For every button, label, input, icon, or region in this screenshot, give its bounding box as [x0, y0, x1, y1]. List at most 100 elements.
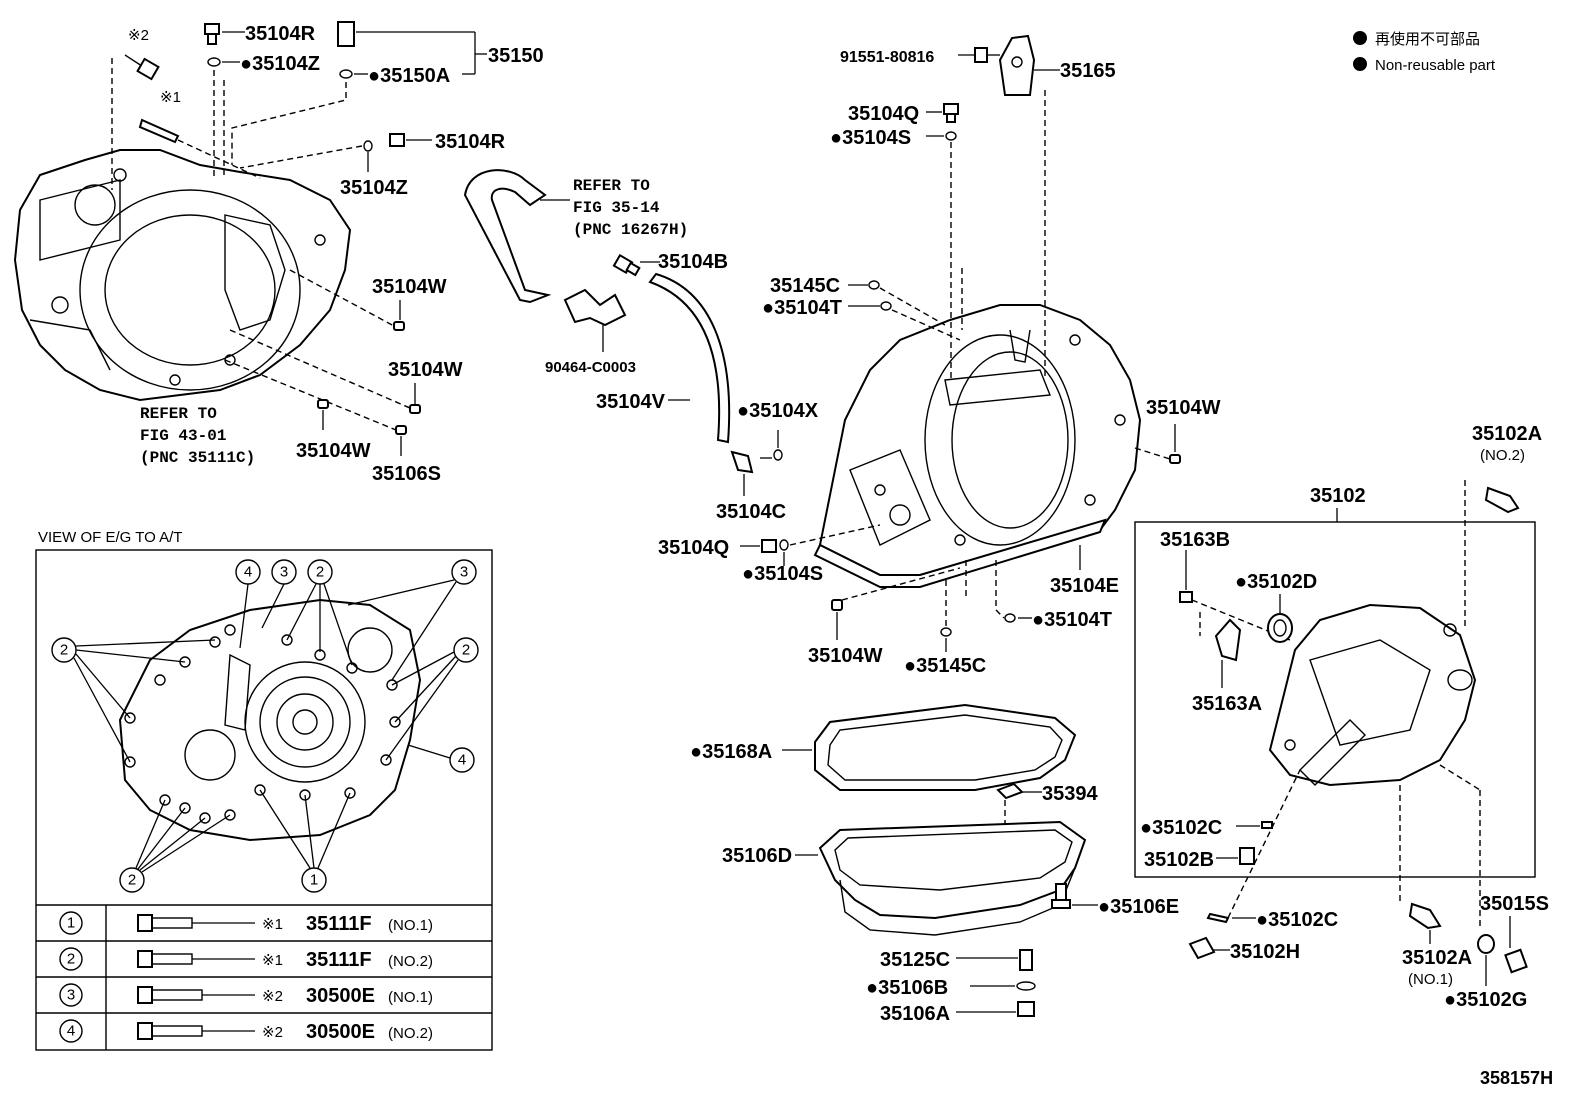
magnet-35394: 35394: [996, 782, 1098, 862]
row-number: 2: [67, 951, 75, 968]
oil-pan-gasket-35168A: ●35168A: [690, 703, 1077, 791]
part-label: 35104Q: [658, 537, 729, 559]
pin-35102C-b: ●35102C: [1206, 909, 1338, 931]
orings-35145C-35104T: 35145C ●35104T: [762, 268, 963, 341]
table-row: 2 ※1 35111F (NO.2): [59, 947, 433, 971]
plug-35104R-top: 35104R: [204, 23, 316, 45]
part-label: ●35106E: [1098, 896, 1179, 918]
part-label: 35104Q: [848, 103, 919, 125]
part-label: 35104C: [716, 501, 786, 523]
legend-item-en: Non-reusable part: [1375, 57, 1496, 74]
drain-parts: 35125C ●35106B 35106A: [866, 949, 1036, 1025]
refer-note-line: REFER TO: [573, 177, 650, 195]
bolt-35102A-no1: 35102A (NO.1): [1402, 902, 1472, 988]
part-label: 35394: [1042, 783, 1098, 805]
part-label: ●35102G: [1444, 989, 1527, 1011]
bolt-mark: ※1: [262, 952, 283, 969]
legend-item-ja: 再使用不可部品: [1375, 31, 1480, 48]
part-label: 35102B: [1144, 849, 1214, 871]
bolt-mark: ※2: [262, 988, 283, 1005]
callout-2: 2: [60, 642, 68, 659]
bolt-35106E: ●35106E: [1051, 883, 1179, 918]
seal-35102D: ●35102D: [1235, 571, 1317, 643]
refer-note-line: FIG 43-01: [140, 427, 226, 445]
part-label: 35104Z: [340, 177, 408, 199]
figure-id: 358157H: [1480, 1068, 1553, 1088]
dowel-35104W-right: 35104W: [1134, 397, 1221, 464]
bolt-mark2: [111, 54, 160, 190]
legend: 再使用不可部品 Non-reusable part: [1353, 31, 1496, 74]
bolt-note: (NO.2): [388, 1025, 433, 1042]
cover-assembly-35102: 35102 35102A (NO.2) 35163B ●35102D: [1134, 423, 1542, 930]
bolt-part-number: 35111F: [306, 913, 372, 935]
refer-note-line: FIG 35-14: [573, 199, 660, 217]
row-number: 4: [67, 1023, 75, 1040]
bolt-part-number: 35111F: [306, 949, 372, 971]
part-label: 35106D: [722, 845, 792, 867]
part-label: ●35145C: [904, 655, 986, 677]
part-label: ●35104T: [1032, 609, 1112, 631]
part-label: ●35102D: [1235, 571, 1317, 593]
bolt-91551: 91551-80816: [840, 47, 1000, 66]
part-label: 90464-C0003: [545, 359, 636, 376]
bracket-35163A: 35163A: [1192, 612, 1262, 715]
part-label: 35106S: [372, 463, 441, 485]
plug-35104Q-top: 35104Q ●35104S: [830, 103, 959, 380]
plug-35104R-mid: 35104R 35104Z: [239, 131, 506, 199]
gasket-35104Z-top: ●35104Z: [207, 53, 320, 180]
bolt-table: 1 ※1 35111F (NO.1) 2 ※1 35111F (NO.2) 3 …: [59, 911, 433, 1043]
part-label: ●35104S: [830, 127, 911, 149]
part-label: ●35150A: [368, 65, 450, 87]
bottom-pins: 35104W ●35145C ●35104T: [808, 560, 1112, 677]
legend-dot-icon: [1353, 31, 1367, 45]
row-number: 1: [67, 915, 75, 932]
bolt-part-number: 30500E: [306, 1021, 375, 1043]
part-label: 35104W: [808, 645, 883, 667]
refer-note-line: (PNC 16267H): [573, 221, 688, 239]
engine-view-drawing: [118, 598, 422, 842]
bracket-35165: 35165: [998, 34, 1116, 380]
part-label: 35104W: [1146, 397, 1221, 419]
bolt-35102A-no2: 35102A (NO.2): [1464, 423, 1542, 630]
refer-note-line: (PNC 35111C): [140, 449, 255, 467]
plug-35015S: 35015S: [1480, 893, 1549, 974]
part-label: 35104R: [435, 131, 506, 153]
part-label: ●35104T: [762, 297, 842, 319]
part-label: 35102A: [1472, 423, 1542, 445]
transaxle-housing-left: [13, 149, 352, 402]
bolt-note: (NO.1): [388, 989, 433, 1006]
union-35104B: 35104B: [612, 251, 728, 277]
bolt-part-number: 30500E: [306, 985, 375, 1007]
mark2-label: ※2: [128, 27, 149, 44]
part-label: 35104B: [658, 251, 728, 273]
callout-2: 2: [316, 564, 324, 581]
bolt-mark: ※1: [262, 916, 283, 933]
part-label: 35163A: [1192, 693, 1262, 715]
union-35104C: 35104C ●35104X: [716, 400, 819, 523]
callout-3: 3: [280, 564, 288, 581]
part-label: 35104W: [388, 359, 463, 381]
part-label: ●35168A: [690, 741, 772, 763]
gasket-35102G: ●35102G: [1444, 934, 1527, 1011]
part-label: 91551-80816: [840, 49, 934, 66]
part-label: ●35102C: [1140, 817, 1222, 839]
plug-35104Q-bot: 35104Q ●35104S: [658, 524, 881, 585]
bolt-mark: ※2: [262, 1024, 283, 1041]
part-label: 35145C: [770, 275, 840, 297]
part-label: 35104V: [596, 391, 666, 413]
callout-3: 3: [460, 564, 468, 581]
part-label: 35102A: [1402, 947, 1472, 969]
part-label: 35102H: [1230, 941, 1300, 963]
pin-35102C-a: ●35102C: [1140, 817, 1273, 839]
oil-pan-35106D: 35106D: [722, 820, 1087, 936]
callout-1: 1: [310, 872, 318, 889]
row-number: 3: [67, 987, 75, 1004]
mark1-label: ※1: [160, 89, 181, 106]
dowel-pins-left: 35104W 35104W 35104W 35106S: [224, 269, 463, 485]
bolt-35163B: 35163B: [1160, 529, 1291, 641]
hose-assembly: REFER TO FIG 35-14 (PNC 16267H): [463, 169, 688, 304]
bolt-mark1: [138, 118, 261, 179]
transaxle-case-center: 35104E: [813, 304, 1142, 597]
part-label: 35125C: [880, 949, 950, 971]
